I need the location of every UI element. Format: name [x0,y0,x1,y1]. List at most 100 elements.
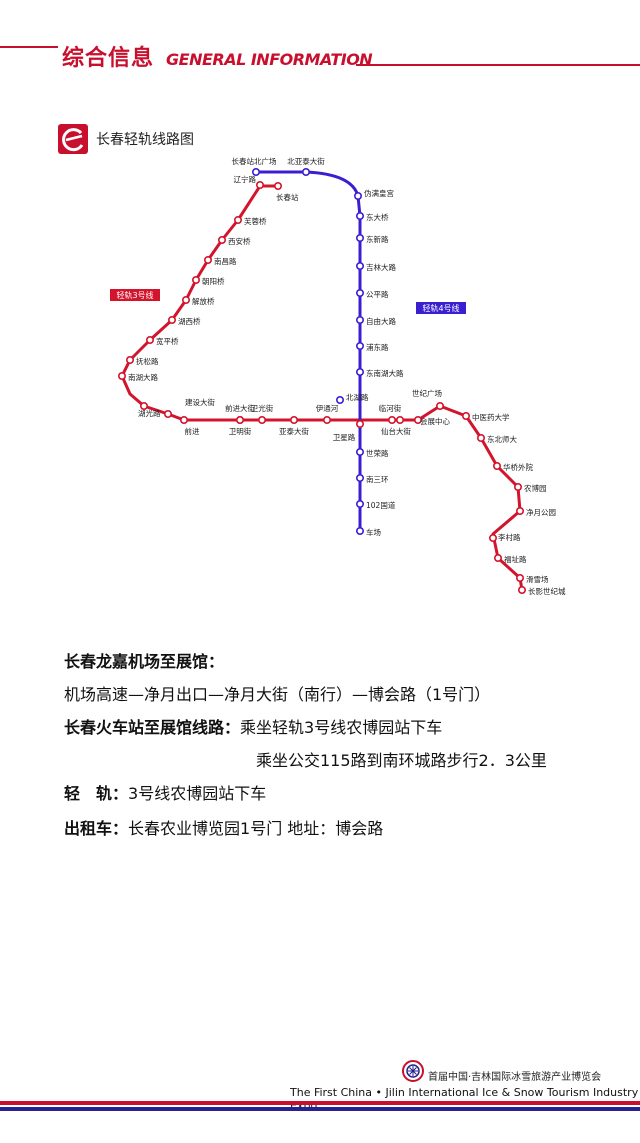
line3-station-label: 中医药大学 [472,412,510,422]
line3-station-dot [461,411,470,420]
line3-station-label: 湖西桥 [178,316,201,326]
line4-station-dot [355,473,364,482]
line3-path [120,184,524,591]
line4-station-dot [355,499,364,508]
line3-station-dot [515,573,524,582]
line4-station-label: 吉林大路 [366,262,396,272]
line4-station-dot [354,191,363,200]
line3-station-label: 滑雪场 [526,574,549,584]
line4-station-label: 公平路 [366,289,389,299]
line4-station-label: 浦东路 [366,342,389,352]
line3-station-label: 南湖大路 [128,372,158,382]
rail-line: 轻 轨：3号线农博园站下车 [64,780,266,804]
line4-station-label: 东南湖大路 [366,368,404,378]
line3-station-dot [145,336,154,345]
line3-station-dot [513,482,522,491]
line4-station-label: 102国道 [366,500,396,510]
line3-station-dot [258,415,267,424]
line3-station-label: 卫明街 [229,426,252,436]
line4-station-label: 东新路 [366,234,389,244]
line4-station-dot [355,289,364,298]
line4-station-dot [355,316,364,325]
line4-station-dot [336,396,345,405]
line3-station-label: 东北师大 [487,434,517,444]
line4-station-dot [302,167,311,176]
line3-station-dot [413,415,422,424]
footer-bar-red [0,1101,640,1105]
taxi-heading: 出租车： [64,819,129,838]
line3-station-label: 会展中心 [420,416,450,426]
line3-station-label: 解放桥 [192,296,215,306]
header-title-cn: 综合信息 [62,46,155,71]
line3-station-dot [435,402,444,411]
line4-station-label: 长春站北广场 [232,156,277,166]
line3-station-dot [493,553,502,562]
expo-logo-icon [402,1060,424,1082]
line4-station-dot [355,368,364,377]
line3-station-dot [125,356,134,365]
line4-station-label: 北湖路 [346,392,369,402]
line3-station-dot [180,415,189,424]
airport-heading: 长春龙嘉机场至展馆： [64,652,225,671]
line4-badge [416,302,466,314]
line3-station-dot [218,236,227,245]
train-route-2: 乘坐公交115路到南环城路步行2．3公里 [256,751,547,770]
line3-station-label: 南昌路 [214,256,237,266]
line4-station-dot [355,342,364,351]
line3-station-dot [164,409,173,418]
line4-station-label: 伪满皇宫 [364,188,394,198]
taxi-text: 长春农业博览园1号门 地址：博会路 [128,819,384,838]
line3-station-label: 卫星路 [333,432,356,442]
line3-station-label: 抚松路 [136,356,159,366]
line4-station-label: 世荣路 [366,448,389,458]
line3-station-dot [515,506,524,515]
line3-station-dot [492,461,501,470]
line4-station-dot [355,447,364,456]
line4-station-label: 北亚泰大街 [287,156,325,166]
line3-station-label: 湖光路 [138,408,161,418]
line3-station-label: 西安桥 [228,236,251,246]
line3-station-label: 朝阳桥 [202,276,225,286]
footer-title-cn: 首届中国·吉林国际冰雪旅游产业博览会 [428,1072,602,1083]
line3-station-label: 前进 [185,426,200,436]
rail-text: 3号线农博园站下车 [128,784,267,803]
line3-badge [110,289,160,301]
line3-station-dot [182,296,191,305]
line3-station-label: 净月公园 [526,507,556,517]
line3-station-dot [234,216,243,225]
line4-station-dot [355,211,364,220]
line3-station-label: 前进大街 [225,403,255,413]
line3-station-label: 亚泰大街 [279,426,309,436]
header-rule-left [0,46,58,48]
header-rule-right [356,64,640,66]
line3-station-dot [168,316,177,325]
line3-station-label: 辽宁路 [234,174,257,184]
line4-station-dot [252,167,261,176]
line3-station-label: 卫光街 [251,403,274,413]
line3-station-label: 世纪广场 [412,388,442,398]
line3-station-dot [204,256,213,265]
line3-station-label: 仙台大街 [381,426,411,436]
line3-station-label: 芙蓉桥 [244,216,267,226]
line4-station-label: 自由大路 [366,316,396,326]
line3-station-dot [192,276,201,285]
line3-station-dot [476,433,485,442]
line3-station-label: 宽平桥 [156,336,179,346]
line4-station-dot [355,262,364,271]
train-route-1: 乘坐轻轨3号线农博园站下车 [240,718,443,737]
line3-station-label: 建设大街 [185,397,215,407]
line3-station-dot [488,533,497,542]
line3-station-label: 长春站 [276,192,299,202]
line3-station-label: 临河街 [379,403,402,413]
line4-station-label: 车场 [366,527,381,537]
map-title: 长春轻轨线路图 [96,132,194,148]
metro-logo-icon [58,124,88,154]
header-title-en: GENERAL INFORMATION [166,50,373,69]
line3-station-dot [274,181,283,190]
line3-station-dot [256,180,265,189]
line3-station-label: 长影世纪城 [528,586,566,596]
line3-station-label: 伊通河 [316,403,339,413]
taxi-line: 出租车：长春农业博览园1号门 地址：博会路 [64,815,383,839]
line3-station-label: 华桥外院 [503,462,533,472]
footer-bar-blue [0,1107,640,1111]
